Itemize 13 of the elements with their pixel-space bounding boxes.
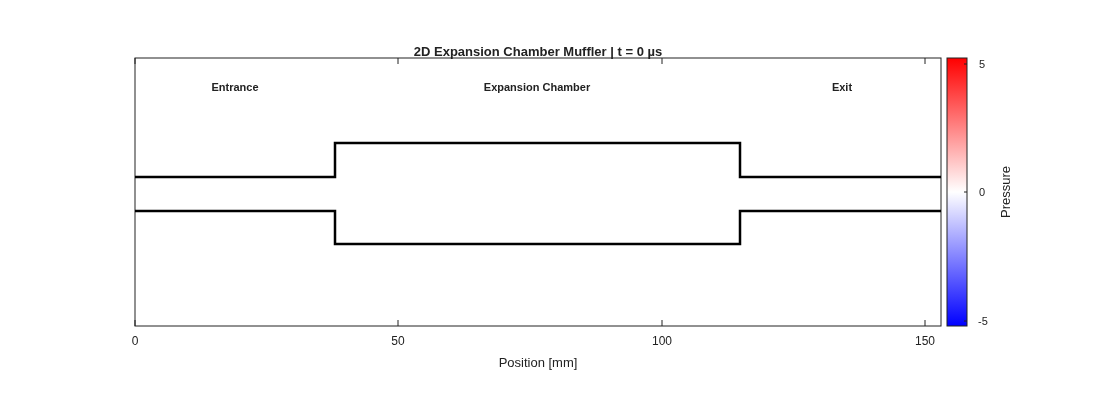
- tick-label: 0: [131, 334, 139, 348]
- axis-title: Position [mm]: [498, 354, 578, 370]
- colorbar-tick-label: -5: [978, 315, 988, 327]
- tick-label: 50: [391, 334, 405, 348]
- region-label: Exit: [831, 81, 853, 93]
- colorbar-tick-label: 5: [978, 58, 986, 70]
- region-label: Expansion Chamber: [483, 81, 591, 93]
- region-label: Entrance: [211, 81, 259, 93]
- colorbar-title: Pressure: [997, 166, 1013, 218]
- tick-label: 100: [652, 334, 672, 348]
- tick-label: 150: [915, 334, 935, 348]
- colorbar-tick-label: 0: [978, 186, 986, 198]
- plot-title: 2D Expansion Chamber Muffler | t = 0 µs: [413, 43, 663, 59]
